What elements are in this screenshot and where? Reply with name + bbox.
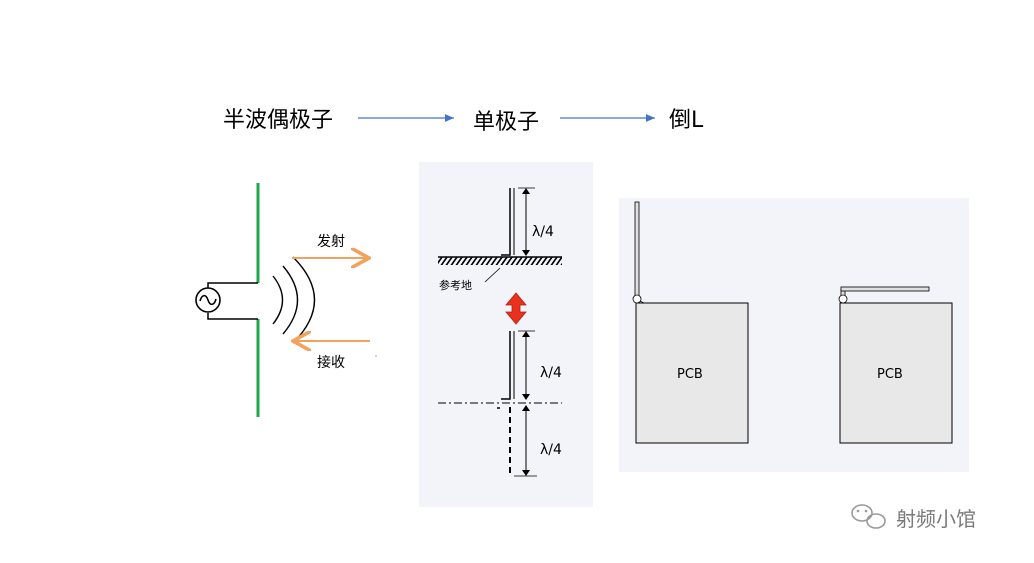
title-inverted-l: 倒L (669, 108, 704, 133)
quarter-wave-label-bottom: λ/4 (540, 442, 562, 458)
quarter-wave-label-mid: λ/4 (540, 365, 562, 381)
transmit-label: 发射 (317, 234, 345, 250)
quarter-wave-label-top: λ/4 (532, 224, 554, 240)
feed-point-left-icon (632, 294, 642, 304)
pcb-board-right (839, 302, 953, 444)
pcb-label-left: PCB (677, 367, 703, 382)
upper-image-element (501, 331, 511, 400)
title-monopole: 单极子 (473, 110, 540, 135)
feed-point-right-icon (838, 294, 848, 304)
equivalence-double-arrow-icon (505, 292, 527, 325)
ground-plane (438, 257, 562, 265)
receive-label: 接收 (317, 355, 345, 371)
monopole-panel (419, 162, 593, 507)
inverted-l-horizontal-arm (840, 286, 930, 292)
watermark-text: 射频小馆 (896, 507, 976, 531)
feed-line-top (207, 282, 258, 288)
feed-line-bottom (207, 313, 258, 320)
wave-arc-1 (272, 275, 284, 325)
ground-label: 参考地 (439, 279, 472, 292)
title-half-wave-dipole: 半波偶极子 (223, 108, 334, 133)
dipole-diagram (195, 183, 377, 417)
wave-arc-2 (282, 265, 299, 335)
monopole-element (501, 188, 511, 256)
pcb-board-left (635, 302, 749, 444)
pcb-label-right: PCB (877, 367, 903, 382)
